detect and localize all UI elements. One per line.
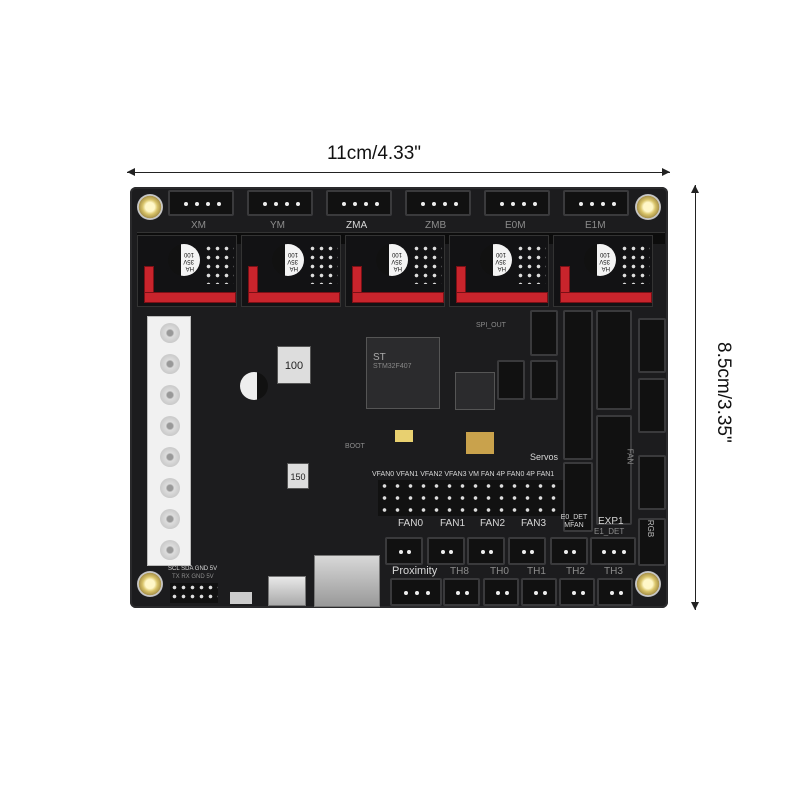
thermistor-label: TH8 bbox=[450, 566, 469, 577]
motor-label: E0M bbox=[505, 220, 526, 231]
proximity-port[interactable] bbox=[390, 578, 442, 606]
sd-card-slot[interactable] bbox=[314, 555, 380, 607]
fan2-port[interactable] bbox=[467, 537, 505, 565]
proximity-label: Proximity bbox=[392, 565, 438, 577]
inductor: 150 bbox=[287, 463, 309, 489]
fan-voltage-header[interactable] bbox=[378, 480, 563, 516]
fan3-port[interactable] bbox=[508, 537, 546, 565]
motor-label: ZMA bbox=[346, 220, 368, 231]
motor-port-ym[interactable] bbox=[247, 190, 313, 216]
servo-port[interactable] bbox=[497, 360, 525, 400]
fan0-port[interactable] bbox=[385, 537, 423, 565]
th8-port[interactable] bbox=[443, 578, 480, 606]
connector[interactable] bbox=[563, 310, 593, 460]
motor-port-zma[interactable] bbox=[326, 190, 392, 216]
th2-port[interactable] bbox=[559, 578, 595, 606]
inductor: 100 bbox=[277, 346, 311, 384]
fan1-port[interactable] bbox=[427, 537, 465, 565]
th1-port[interactable] bbox=[521, 578, 557, 606]
e1-det-port[interactable] bbox=[590, 537, 636, 565]
motor-label: XM bbox=[191, 220, 206, 231]
fan-side-label: FAN bbox=[625, 448, 635, 465]
e1-det-label: E1_DET bbox=[594, 527, 625, 536]
uart-label: TX RX GND 5V bbox=[172, 574, 214, 580]
connector[interactable] bbox=[530, 310, 558, 356]
width-label: 11cm/4.33" bbox=[327, 143, 422, 164]
connector[interactable] bbox=[563, 462, 593, 532]
exp-label: EXP1 bbox=[598, 516, 624, 527]
fan-port[interactable] bbox=[638, 455, 666, 510]
arrow-up-icon bbox=[691, 185, 699, 193]
thermistor-label: TH2 bbox=[566, 566, 585, 577]
arrow-left-icon bbox=[127, 168, 135, 176]
thermistor-label: TH0 bbox=[490, 566, 509, 577]
fan-label: FAN0 bbox=[398, 518, 424, 529]
motor-label: YM bbox=[270, 220, 285, 231]
mfan-port[interactable] bbox=[550, 537, 588, 565]
rgb-port[interactable] bbox=[638, 518, 666, 566]
arrow-right-icon bbox=[662, 168, 670, 176]
usb-port[interactable] bbox=[268, 576, 306, 606]
capacitor bbox=[240, 372, 268, 400]
exp-header[interactable] bbox=[596, 310, 632, 410]
motor-port-e1m[interactable] bbox=[563, 190, 629, 216]
thermistor-label: TH1 bbox=[527, 566, 546, 577]
dip-switch[interactable] bbox=[466, 432, 494, 454]
height-dimension-line bbox=[695, 185, 696, 610]
fan-label: FAN2 bbox=[480, 518, 506, 529]
power-terminal-block[interactable] bbox=[147, 316, 191, 566]
mount-hole bbox=[137, 194, 163, 220]
exp-header[interactable] bbox=[596, 415, 632, 525]
fan-label: FAN1 bbox=[440, 518, 466, 529]
rgb-label: RGB bbox=[646, 519, 656, 538]
motor-label: E1M bbox=[585, 220, 606, 231]
th0-port[interactable] bbox=[483, 578, 519, 606]
th3-port[interactable] bbox=[597, 578, 633, 606]
spi-label: SPI_OUT bbox=[476, 322, 506, 329]
motor-port-zmb[interactable] bbox=[405, 190, 471, 216]
motor-port-xm[interactable] bbox=[168, 190, 234, 216]
secondary-chip bbox=[455, 372, 495, 410]
mount-hole bbox=[635, 194, 661, 220]
header-labels: VFAN0 VFAN1 VFAN2 VFAN3 VM FAN 4P FAN0 4… bbox=[372, 471, 555, 478]
fan-label: E0_DET MFAN bbox=[560, 514, 588, 529]
servo-port[interactable] bbox=[530, 360, 558, 400]
i2c-uart-header[interactable] bbox=[170, 583, 218, 603]
height-label: 8.5cm/3.35" bbox=[713, 342, 734, 443]
boot-button[interactable] bbox=[395, 430, 413, 442]
width-dimension-line bbox=[127, 172, 670, 173]
i2c-label: SCL SDA GND 5V bbox=[168, 566, 218, 572]
fan-port[interactable] bbox=[638, 318, 666, 373]
thermistor-label: TH3 bbox=[604, 566, 623, 577]
motor-label: ZMB bbox=[425, 220, 447, 231]
motor-port-e0m[interactable] bbox=[484, 190, 550, 216]
fan-label: FAN3 bbox=[521, 518, 547, 529]
servos-label: Servos bbox=[530, 452, 559, 462]
mount-hole bbox=[137, 571, 163, 597]
reset-button[interactable] bbox=[230, 592, 252, 604]
boot-label: BOOT bbox=[345, 443, 365, 450]
arrow-down-icon bbox=[691, 602, 699, 610]
fan-port[interactable] bbox=[638, 378, 666, 433]
mount-hole bbox=[635, 571, 661, 597]
